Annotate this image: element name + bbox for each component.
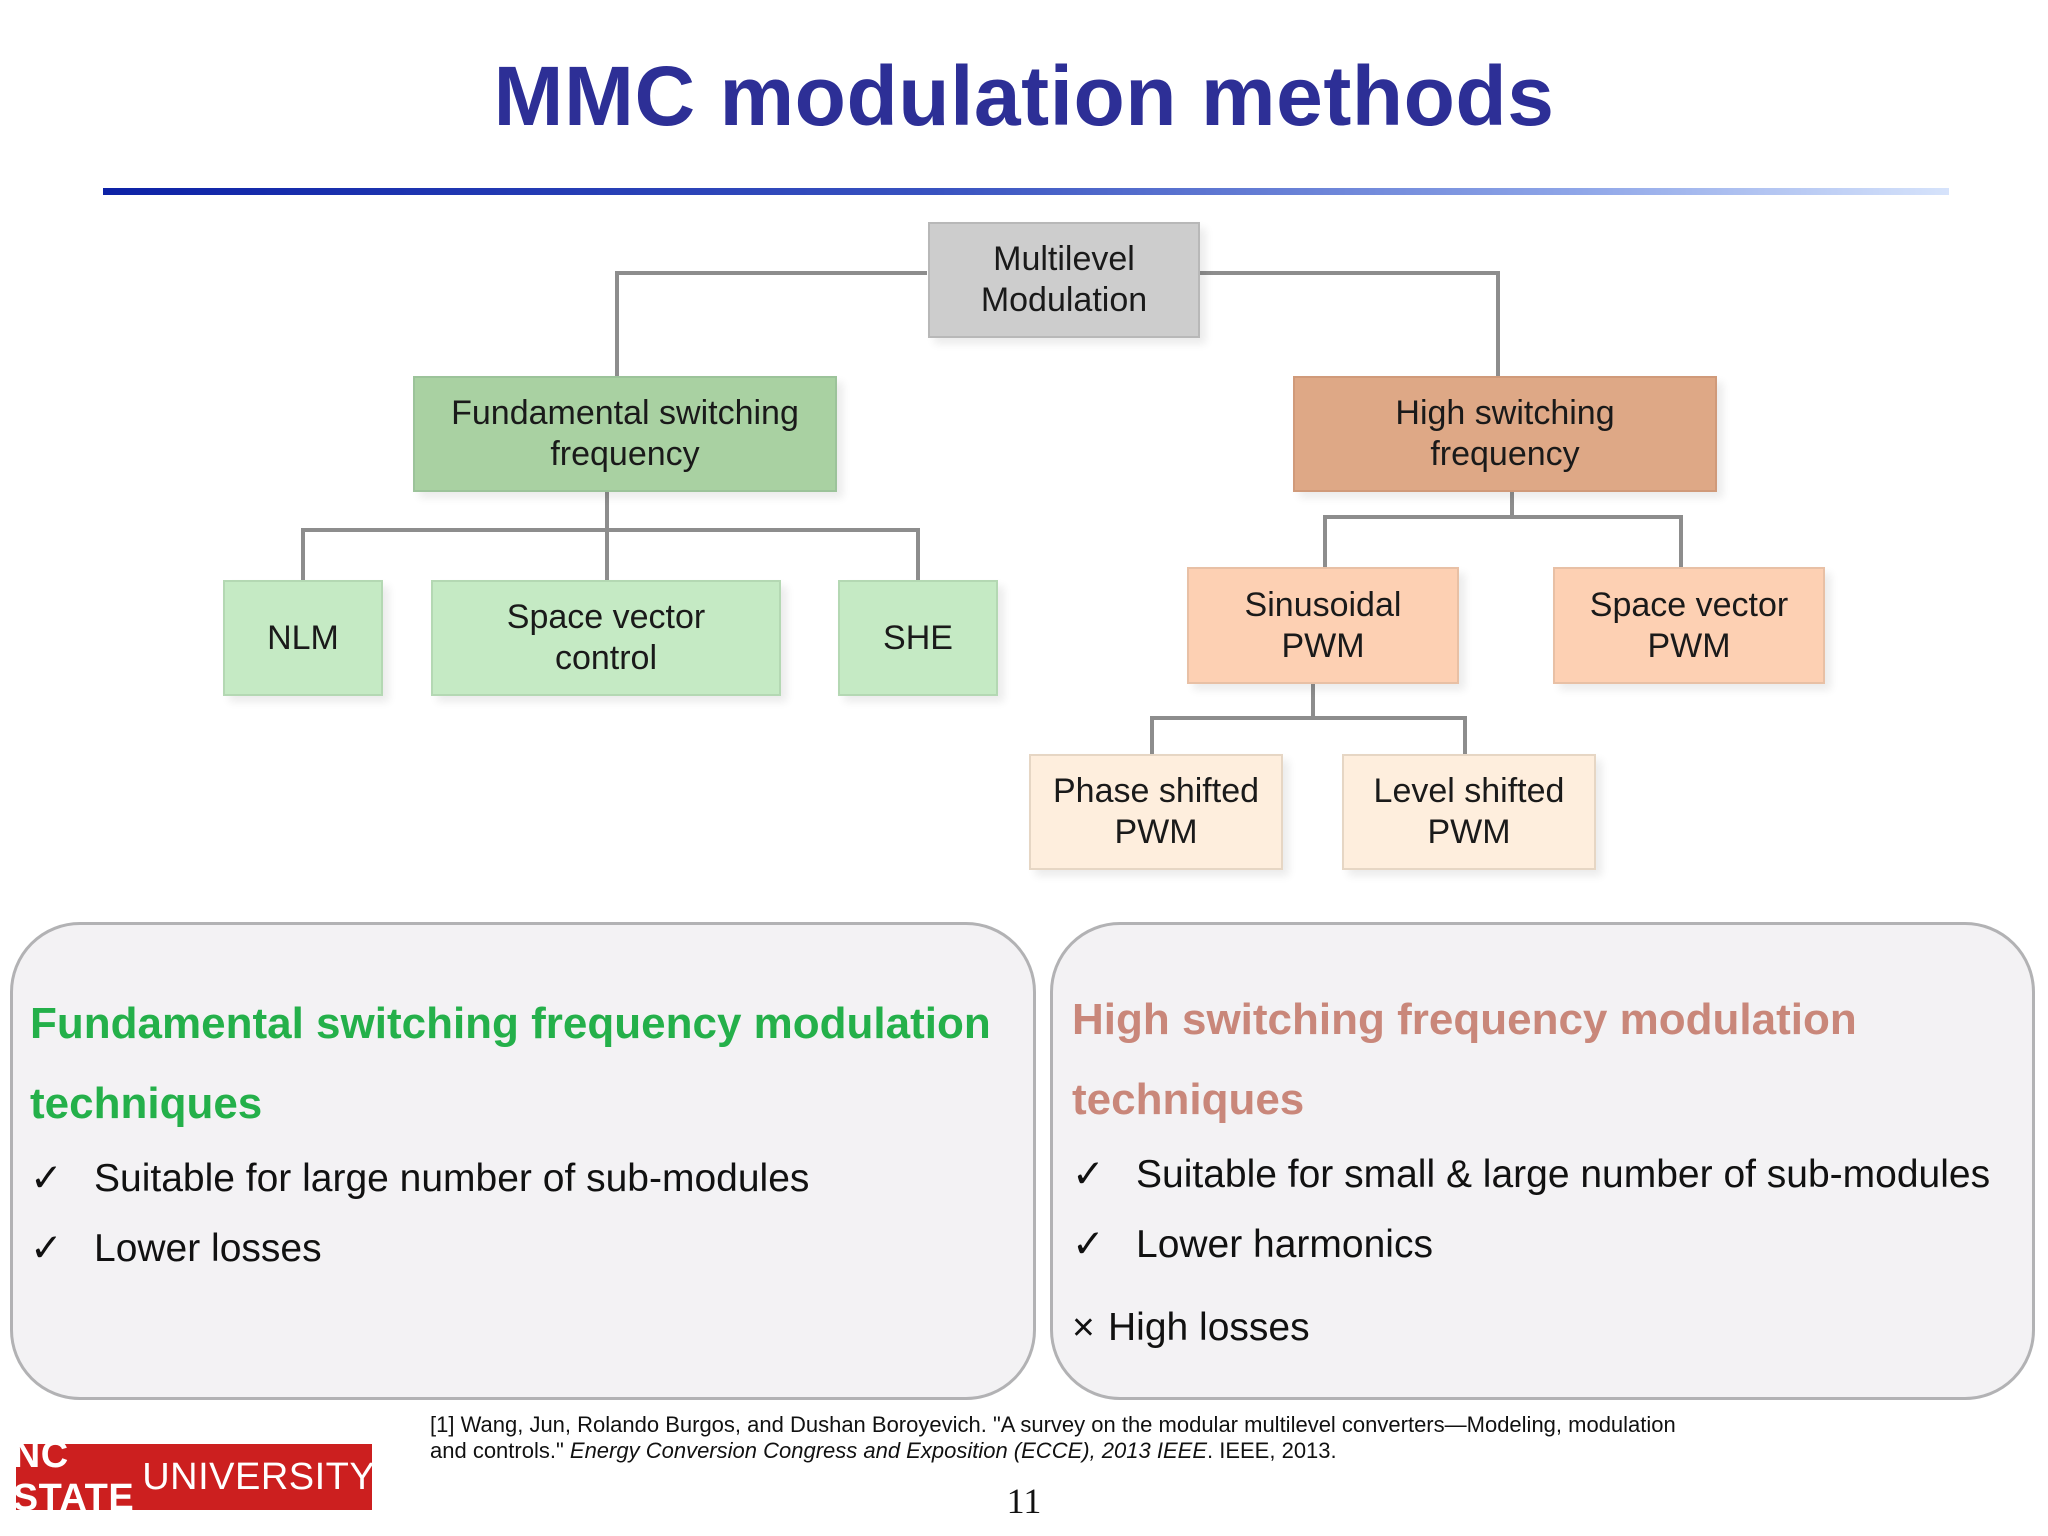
connector-root-fundamental	[615, 271, 927, 376]
node-she: SHE	[838, 580, 998, 696]
bullet-text: High losses	[1108, 1306, 1310, 1349]
check-icon: ✓	[30, 1157, 63, 1200]
bullet-text: Suitable for small & large number of sub…	[1136, 1153, 1991, 1196]
panel-high-bullet: ✓ Suitable for small & large number of su…	[1072, 1152, 1990, 1197]
title-underline	[103, 188, 1949, 195]
citation-main: [1] Wang, Jun, Rolando Burgos, and Dusha…	[430, 1412, 1676, 1463]
logo-regular-text: UNIVERSITY	[142, 1455, 376, 1498]
citation-venue: Energy Conversion Congress and Expositio…	[569, 1438, 1207, 1463]
citation-tail: . IEEE, 2013.	[1207, 1438, 1337, 1463]
node-fundamental-switching: Fundamental switching frequency	[413, 376, 837, 492]
bullet-text: Lower harmonics	[1136, 1223, 1433, 1266]
connector-fundamental-bar	[301, 528, 920, 580]
check-icon: ✓	[1072, 1153, 1105, 1196]
node-space-vector-control: Space vector control	[431, 580, 781, 696]
node-sinusoidal-pwm: Sinusoidal PWM	[1187, 567, 1459, 684]
node-multilevel-modulation: Multilevel Modulation	[928, 222, 1200, 338]
bullet-text: Lower losses	[94, 1227, 322, 1270]
slide-title: MMC modulation methods	[493, 49, 1555, 143]
cross-icon: ×	[1072, 1306, 1095, 1349]
node-space-vector-pwm: Space vector PWM	[1553, 567, 1825, 684]
panel-high	[1050, 922, 2035, 1400]
logo-bold-text: NC STATE	[12, 1434, 135, 1519]
page-number: 11	[1006, 1481, 1042, 1521]
panel-high-bullet: × High losses	[1072, 1306, 1310, 1350]
connector-root-high	[1200, 271, 1500, 376]
panel-fundamental-bullet: ✓ Suitable for large number of sub-module…	[30, 1156, 809, 1201]
node-nlm: NLM	[223, 580, 383, 696]
node-phase-shifted-pwm: Phase shifted PWM	[1029, 754, 1283, 870]
citation: [1] Wang, Jun, Rolando Burgos, and Dusha…	[430, 1412, 1690, 1464]
panel-fundamental-bullet: ✓ Lower losses	[30, 1226, 322, 1271]
bullet-text: Suitable for large number of sub-modules	[94, 1157, 810, 1200]
node-level-shifted-pwm: Level shifted PWM	[1342, 754, 1596, 870]
check-icon: ✓	[1072, 1223, 1105, 1266]
connector-sinusoidal-bar	[1150, 716, 1467, 754]
tree-connectors	[301, 271, 1683, 754]
connector-high-bar	[1323, 515, 1683, 567]
panel-fundamental-title: Fundamental switching frequency modulati…	[30, 999, 991, 1128]
node-high-switching: High switching frequency	[1293, 376, 1717, 492]
panel-high-title: High switching frequency modulation tech…	[1072, 995, 1857, 1124]
panel-fundamental	[10, 922, 1036, 1400]
panel-high-bullet: ✓ Lower harmonics	[1072, 1222, 1433, 1267]
check-icon: ✓	[30, 1227, 63, 1270]
